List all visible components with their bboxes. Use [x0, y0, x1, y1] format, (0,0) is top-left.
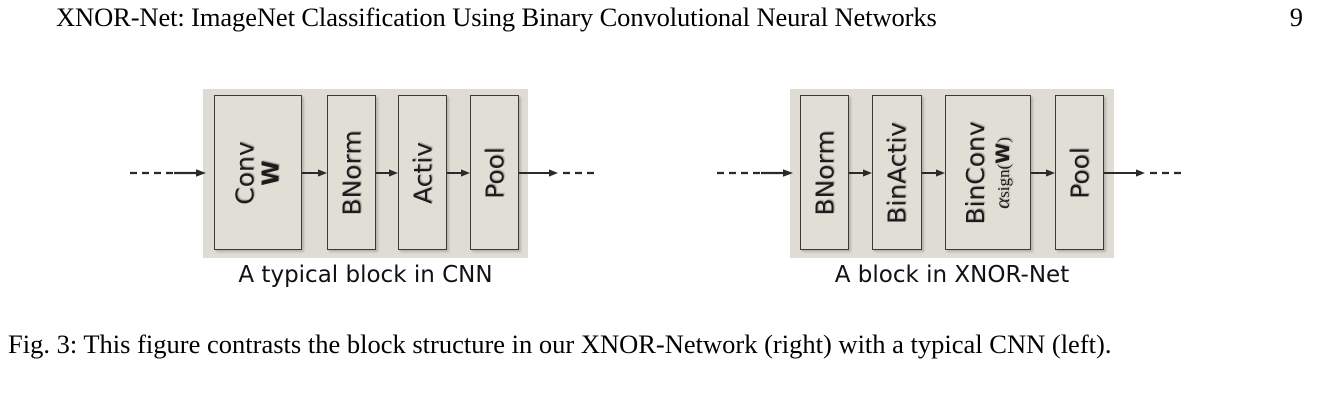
- xnor-arrow-binconv-to-pool: [1031, 166, 1055, 180]
- cnn-stage-pool-title: Pool: [480, 146, 509, 199]
- sign-function-close: ): [994, 136, 1013, 143]
- xnor-input-arrow: [717, 166, 793, 180]
- cnn-stage-activ: Activ: [398, 95, 447, 250]
- xnor-stage-binconv-title: BinConv: [961, 120, 990, 225]
- cnn-arrow-activ-to-pool: [447, 166, 470, 180]
- cnn-stage-bnorm-title: BNorm: [337, 129, 366, 216]
- xnor-stage-pool-label: Pool: [1065, 146, 1094, 199]
- cnn-stage-conv-label: Conv W: [230, 140, 285, 205]
- cnn-output-arrow: [519, 166, 595, 180]
- cnn-block-subcaption: A typical block in CNN: [238, 262, 493, 288]
- xnor-block-subcaption: A block in XNOR-Net: [834, 262, 1070, 288]
- running-head-title: XNOR-Net: ImageNet Classification Using …: [56, 2, 937, 32]
- cnn-stage-pool-label: Pool: [480, 146, 509, 199]
- cnn-input-arrow: [130, 166, 206, 180]
- cnn-stage-activ-label: Activ: [408, 141, 437, 204]
- xnor-stage-bnorm-label: BNorm: [810, 129, 839, 216]
- xnor-stage-binactiv-title: BinActiv: [882, 121, 912, 224]
- page-header: XNOR-Net: ImageNet Classification Using …: [0, 0, 1339, 44]
- weight-symbol: W: [992, 142, 1014, 164]
- xnor-stage-pool-title: Pool: [1065, 146, 1094, 199]
- xnor-arrow-bnorm-to-binactiv: [849, 166, 872, 180]
- xnor-stage-binactiv: BinActiv: [872, 95, 922, 250]
- xnor-stage-bnorm: BNorm: [800, 95, 849, 250]
- cnn-stage-conv-subtitle: W: [258, 159, 285, 186]
- figure-caption-label: Fig. 3:: [8, 329, 78, 359]
- xnor-stage-bnorm-title: BNorm: [810, 129, 839, 216]
- figure-3: Conv W BNorm Activ Pool: [130, 89, 1184, 288]
- xnor-stage-binactiv-label: BinActiv: [882, 121, 912, 224]
- xnor-stage-binconv-label: BinConv αsign(W): [961, 120, 1014, 225]
- cnn-stage-bnorm-label: BNorm: [337, 129, 366, 216]
- cnn-stage-bnorm: BNorm: [327, 95, 376, 250]
- xnor-output-arrow: [1104, 166, 1184, 180]
- alpha-symbol: α: [990, 197, 1014, 209]
- sign-function-open: sign(: [994, 163, 1013, 198]
- figure-caption-text: This figure contrasts the block structur…: [77, 329, 1112, 359]
- xnor-arrow-binactiv-to-binconv: [922, 166, 945, 180]
- cnn-stage-activ-title: Activ: [408, 141, 437, 204]
- cnn-stage-conv-title: Conv: [230, 140, 260, 205]
- page-number: 9: [1289, 2, 1303, 32]
- cnn-arrow-bnorm-to-activ: [376, 166, 398, 180]
- cnn-stage-pool: Pool: [470, 95, 519, 250]
- cnn-arrow-conv-to-bnorm: [302, 166, 327, 180]
- xnor-stage-binconv-formula: αsign(W): [990, 136, 1014, 209]
- cnn-stage-conv: Conv W: [214, 95, 302, 250]
- xnor-stage-pool: Pool: [1055, 95, 1104, 250]
- figure-caption: Fig. 3: This figure contrasts the block …: [8, 326, 1332, 363]
- xnor-stage-binconv: BinConv αsign(W): [945, 95, 1031, 250]
